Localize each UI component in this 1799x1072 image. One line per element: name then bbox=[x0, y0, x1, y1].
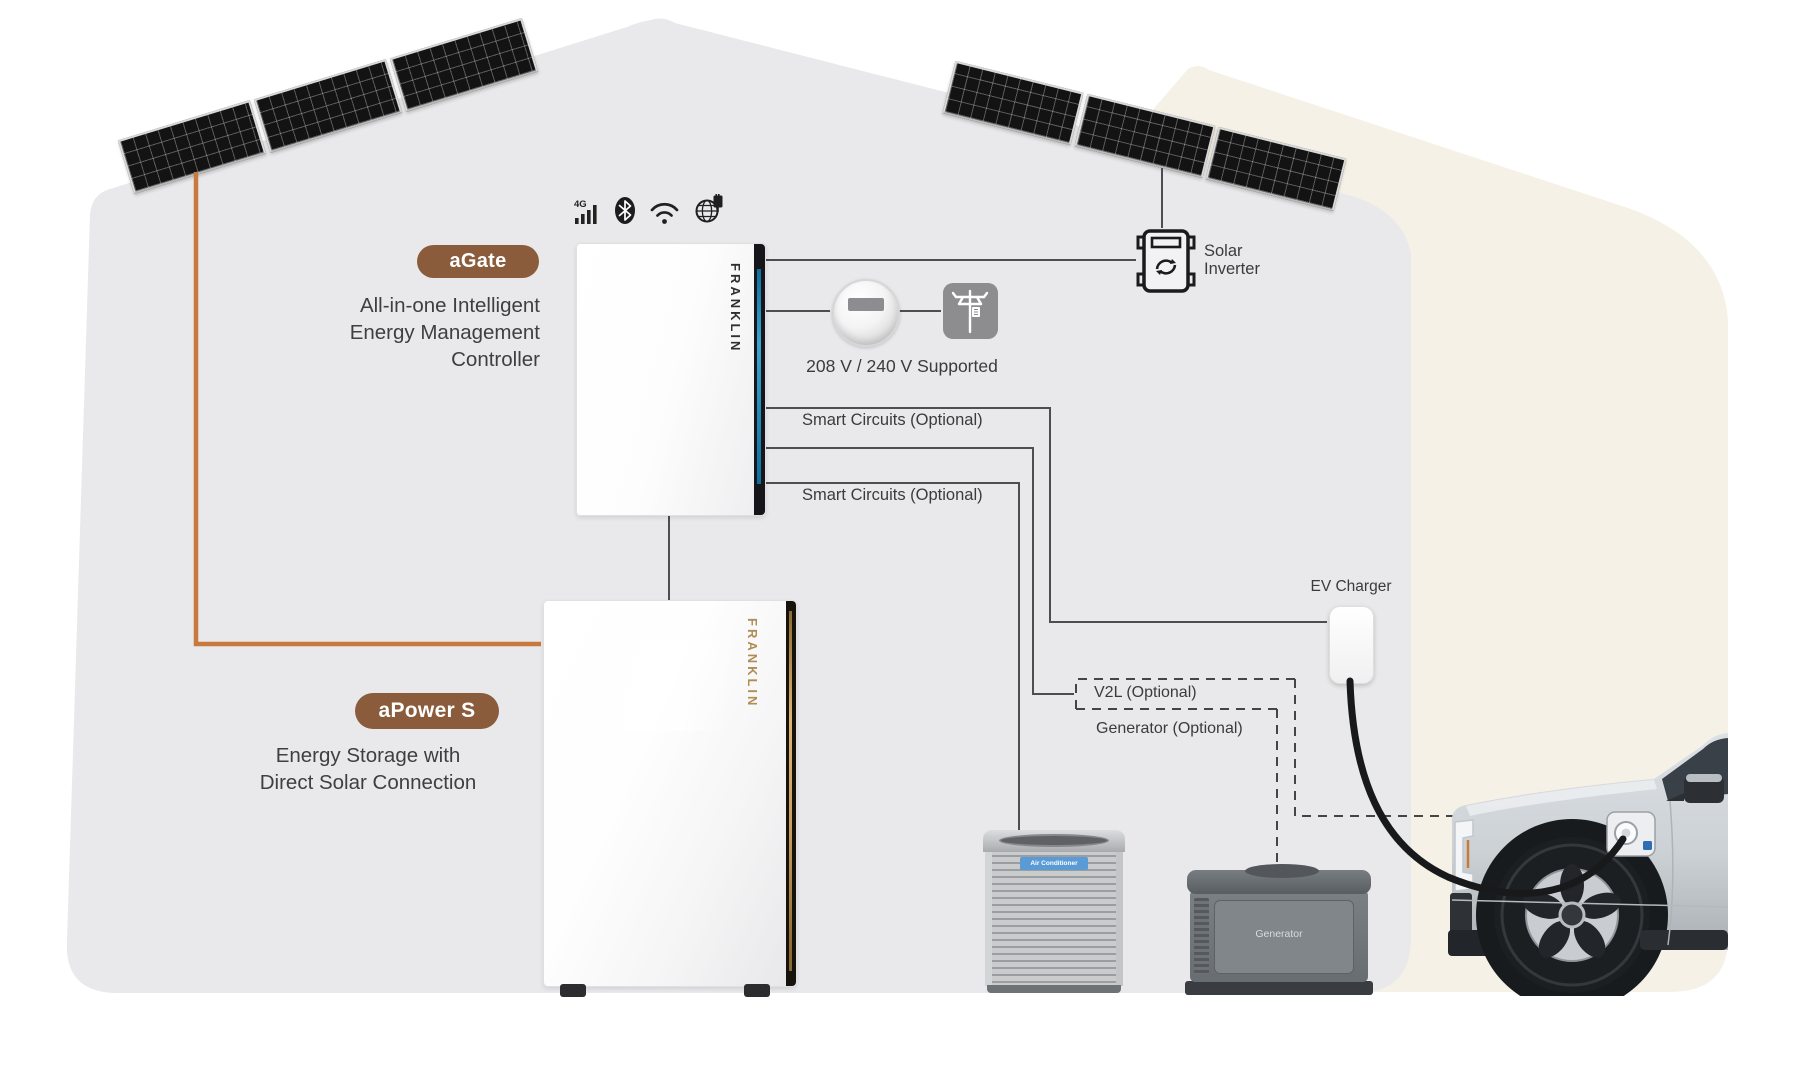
truck-door-seam bbox=[1667, 800, 1674, 946]
generator-unit: Generator bbox=[1185, 864, 1373, 995]
apower-badge: aPower S bbox=[355, 693, 499, 729]
wifi-icon bbox=[650, 202, 679, 224]
utility-grid-icon bbox=[943, 283, 998, 339]
truck-running-board bbox=[1640, 930, 1728, 950]
v2l-optional-label: V2L (Optional) bbox=[1094, 684, 1197, 701]
globe-ethernet-icon bbox=[695, 194, 723, 223]
generator-top-recess bbox=[1245, 864, 1319, 878]
hvac-coil-fins bbox=[985, 850, 1123, 986]
truck-headlight bbox=[1454, 819, 1474, 892]
ev-charger-label: EV Charger bbox=[1310, 578, 1392, 595]
truck-hood-highlight bbox=[1466, 780, 1657, 816]
agate-badge-label: aGate bbox=[449, 250, 507, 272]
cellular-4g-icon: 4G bbox=[574, 199, 597, 224]
generator-name-label: Generator bbox=[1255, 928, 1303, 940]
truck-tire bbox=[1494, 837, 1650, 993]
solar-panel bbox=[389, 18, 539, 112]
connectivity-icons: 4G bbox=[574, 194, 724, 225]
line-solar-dc-to-apower bbox=[193, 172, 541, 647]
generator-front-panel bbox=[1214, 900, 1354, 974]
solar-panel bbox=[942, 60, 1084, 146]
agate-badge: aGate bbox=[417, 245, 539, 278]
apower-foot bbox=[560, 984, 586, 997]
truck-body bbox=[1451, 733, 1728, 950]
svg-text:4G: 4G bbox=[574, 199, 587, 210]
agate-side-strip bbox=[754, 244, 765, 515]
solar-panel bbox=[1074, 93, 1216, 179]
hvac-fan-vent bbox=[999, 834, 1109, 847]
ev-charger-unit bbox=[1329, 606, 1374, 684]
smart-circuits-label-1: Smart Circuits (Optional) bbox=[802, 411, 983, 429]
agate-unit: FRANKLIN bbox=[576, 243, 766, 516]
truck-hub bbox=[1558, 901, 1586, 929]
agate-description-line: Energy Management bbox=[349, 321, 540, 345]
apower-unit: FRANKLIN bbox=[543, 600, 797, 997]
agate-description-line: Controller bbox=[451, 348, 540, 372]
truck-mirror bbox=[1684, 776, 1724, 803]
dashed-v2l-path-to-truck bbox=[1294, 679, 1468, 817]
hvac-brand-tag: Air Conditioner bbox=[1020, 857, 1088, 870]
truck-bumper-lower bbox=[1448, 930, 1492, 956]
ev-charging-cable bbox=[1346, 677, 1627, 897]
agate-description: All-in-one Intelligent Energy Management… bbox=[238, 292, 540, 373]
truck-rim bbox=[1525, 868, 1619, 962]
agate-description-line: All-in-one Intelligent bbox=[359, 294, 540, 317]
solar-inverter-icon bbox=[1136, 229, 1196, 293]
truck-port-badge bbox=[1643, 841, 1652, 850]
meter-display bbox=[848, 298, 884, 311]
solar-inverter-label: Solar Inverter bbox=[1204, 242, 1260, 279]
apower-badge-label: aPower S bbox=[378, 699, 476, 722]
apower-accent-gold-line bbox=[789, 611, 792, 971]
generator-vents bbox=[1194, 898, 1209, 974]
truck-charge-port bbox=[1606, 811, 1656, 857]
bluetooth-icon bbox=[615, 197, 635, 224]
apower-description: Energy Storage with Direct Solar Connect… bbox=[218, 742, 518, 796]
agate-accent-blue-line bbox=[757, 269, 761, 484]
apower-description-line: Energy Storage with bbox=[275, 744, 461, 767]
solar-panel bbox=[117, 100, 267, 194]
smart-circuits-label-2: Smart Circuits (Optional) bbox=[802, 486, 983, 504]
voltage-support-label: 208 V / 240 V Supported bbox=[806, 356, 998, 376]
truck-rim-spokes bbox=[1523, 864, 1621, 958]
apower-side-strip bbox=[786, 601, 796, 986]
truck-windshield bbox=[1662, 738, 1728, 801]
agate-brand-logo: FRANKLIN bbox=[728, 263, 743, 354]
truck-side-crease bbox=[1451, 899, 1728, 908]
solar-panel bbox=[1205, 126, 1347, 212]
hvac-unit: Air Conditioner bbox=[983, 830, 1125, 993]
hvac-base bbox=[987, 985, 1121, 993]
generator-optional-label: Generator (Optional) bbox=[1096, 720, 1243, 737]
generator-base bbox=[1185, 981, 1373, 995]
line-smart-circuit-1-to-ev-charger bbox=[764, 407, 1327, 623]
truck-grille bbox=[1450, 893, 1472, 935]
apower-sheen bbox=[544, 641, 796, 731]
line-smart-circuit-3-to-hvac bbox=[764, 482, 1020, 831]
utility-meter-icon bbox=[832, 279, 900, 347]
line-smart-circuit-2-to-v2l bbox=[764, 447, 1074, 695]
truck-wheel-arch bbox=[1476, 819, 1668, 996]
solar-panel bbox=[253, 59, 403, 153]
apower-description-line: Direct Solar Connection bbox=[259, 771, 477, 795]
apower-foot bbox=[744, 984, 770, 997]
apower-brand-logo: FRANKLIN bbox=[745, 618, 760, 709]
generator-body: Generator bbox=[1190, 890, 1368, 982]
